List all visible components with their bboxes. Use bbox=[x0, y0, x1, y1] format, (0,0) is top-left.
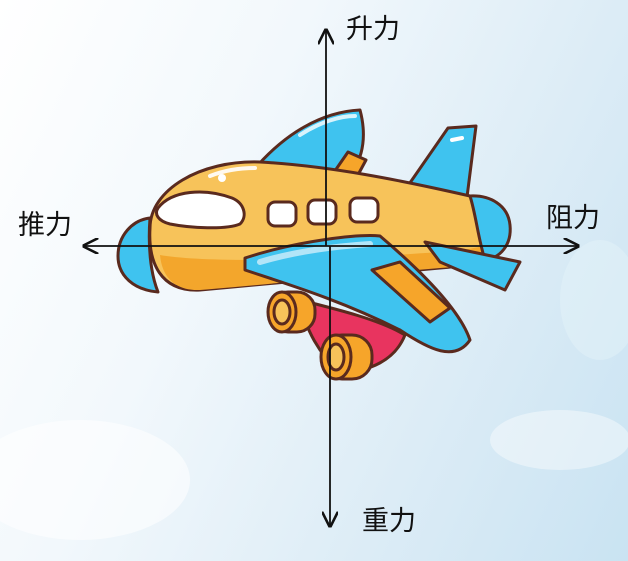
lift-label: 升力 bbox=[346, 14, 400, 45]
cabin-window bbox=[306, 198, 338, 226]
force-arrows bbox=[84, 30, 578, 526]
gravity-label: 重力 bbox=[362, 506, 416, 537]
cockpit-window bbox=[155, 190, 246, 230]
nose-cone bbox=[116, 216, 160, 294]
airplane-icon bbox=[116, 108, 522, 381]
engine-right bbox=[319, 333, 374, 381]
cabin-window bbox=[348, 196, 380, 224]
drag-label: 阻力 bbox=[546, 203, 600, 234]
main-wing bbox=[243, 234, 472, 354]
thrust-label: 推力 bbox=[18, 210, 72, 241]
cloud-background bbox=[0, 240, 628, 540]
cabin-window bbox=[266, 200, 298, 228]
tail-stabilizer bbox=[423, 240, 522, 292]
engine-left bbox=[266, 290, 317, 334]
